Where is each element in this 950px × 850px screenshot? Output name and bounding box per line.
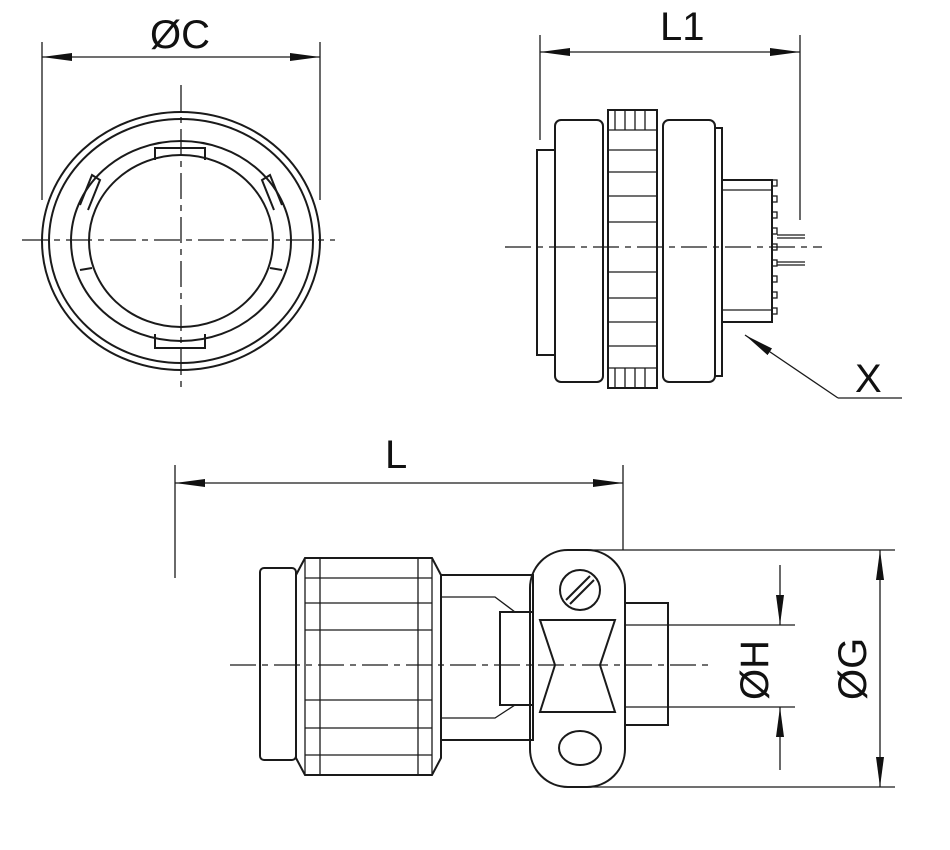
bottom-view: L ØH ØG <box>174 433 895 788</box>
side-view: L1 X <box>505 5 902 401</box>
detail-x-label: X <box>855 357 882 401</box>
dimension-g-label: ØG <box>831 638 875 700</box>
dimension-c-label: ØC <box>150 13 210 57</box>
dimension-l1-label: L1 <box>660 5 705 49</box>
dimension-h-label: ØH <box>733 640 777 700</box>
dimension-l-label: L <box>385 433 407 477</box>
front-view: ØC <box>22 13 335 393</box>
